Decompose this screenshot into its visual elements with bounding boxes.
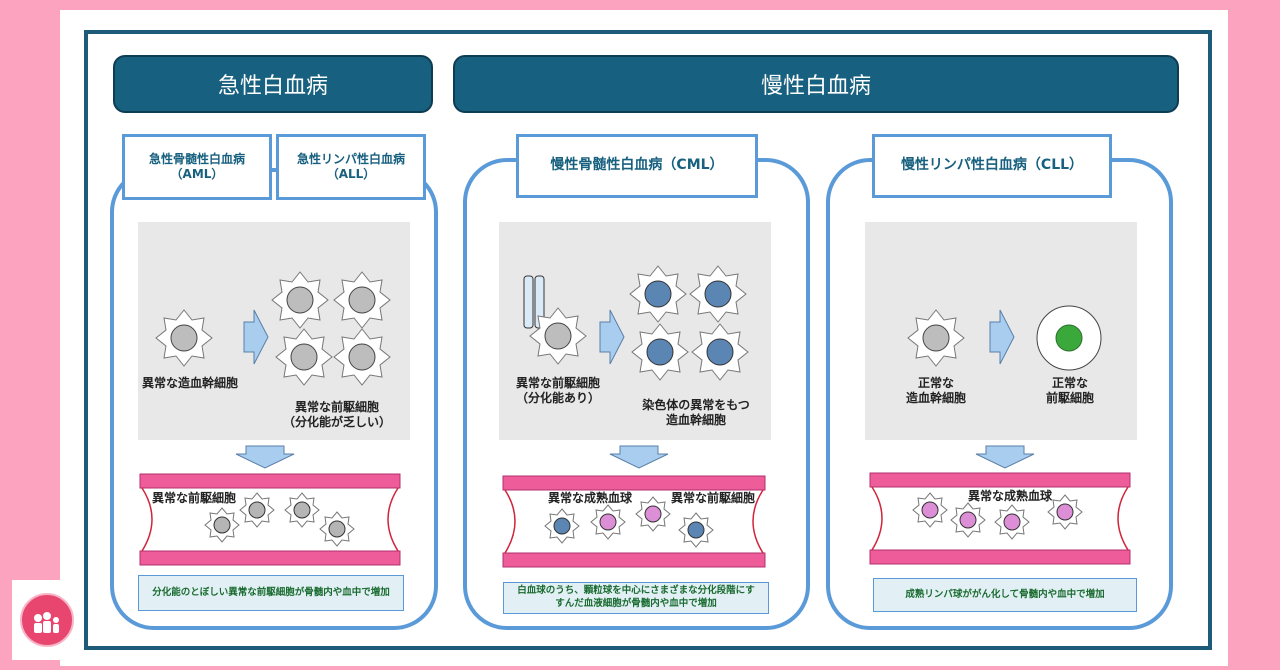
cll-precursor-cell xyxy=(1036,305,1102,371)
acute-arrow-right xyxy=(243,309,269,365)
cll-stem-label-line1: 正常な xyxy=(917,376,954,390)
cll-stem-label-line2: 造血幹細胞 xyxy=(905,391,966,405)
cll-arrow-right xyxy=(989,309,1015,365)
cml-blood-vessel xyxy=(502,475,766,568)
acute-vessel-label: 異常な前駆細胞 xyxy=(152,491,237,505)
cll-precursor-label-line2: 前駆細胞 xyxy=(1045,391,1094,405)
cll-vessel-label: 異常な成熟血球 xyxy=(968,489,1053,503)
cml-caption-line1: 白血球のうち、顆粒球を中心にさまざまな分化段階にす xyxy=(517,585,755,597)
all-label-name: 急性リンパ性白血病 xyxy=(296,152,405,166)
chromosome-icon xyxy=(523,275,545,329)
acute-caption: 分化能のとぼしい異常な前駆細胞が骨髄内や血中で増加 xyxy=(138,575,404,611)
cml-precursor-label-line1: 異常な前駆細胞 xyxy=(515,376,600,390)
cll-arrow-down xyxy=(975,445,1035,469)
aml-label-name: 急性骨髄性白血病 xyxy=(148,152,245,166)
all-label: 急性リンパ性白血病（ALL） xyxy=(276,134,426,200)
all-label-abbr: （ALL） xyxy=(326,167,376,181)
cml-chromosome-label: 染色体の異常をもつ 造血幹細胞 xyxy=(634,398,758,428)
family-logo-icon xyxy=(20,593,74,647)
cml-chromosome-label-line2: 造血幹細胞 xyxy=(665,413,726,427)
acute-precursor-cells xyxy=(271,271,391,386)
cml-chromosome-label-line1: 染色体の異常をもつ xyxy=(642,398,750,412)
diagram-frame xyxy=(84,30,1212,650)
cml-caption-line2: すんだ血液細胞が骨髄内や血中で増加 xyxy=(555,598,717,609)
cll-precursor-label-line1: 正常な xyxy=(1051,376,1088,390)
acute-blood-vessel xyxy=(139,473,401,566)
acute-stem-label: 異常な造血幹細胞 xyxy=(142,376,239,390)
acute-stem-cell xyxy=(155,309,213,367)
cll-stem-cell xyxy=(907,309,965,367)
cml-caption: 白血球のうち、顆粒球を中心にさまざまな分化段階にすすんだ血液細胞が骨髄内や血中で… xyxy=(503,582,769,614)
cml-precursor-label: 異常な前駆細胞 （分化能あり） xyxy=(508,376,608,406)
cml-arrow-right xyxy=(599,309,625,365)
acute-precursor-label: 異常な前駆細胞 （分化能が乏しい） xyxy=(280,400,394,430)
cml-precursor-cell xyxy=(529,307,587,365)
acute-leukemia-header: 急性白血病 xyxy=(113,55,433,113)
site-logo[interactable] xyxy=(12,580,82,660)
aml-label-abbr: （AML） xyxy=(170,167,224,181)
cll-blood-vessel xyxy=(869,472,1131,565)
cml-precursor-label-line2: （分化能あり） xyxy=(515,391,600,405)
cml-label: 慢性骨髄性白血病（CML） xyxy=(516,134,758,198)
acute-precursor-label-line2: （分化能が乏しい） xyxy=(282,415,391,429)
cml-abnormal-stem-cells xyxy=(629,265,749,381)
acute-precursor-label-line1: 異常な前駆細胞 xyxy=(294,400,379,414)
cll-caption: 成熟リンパ球ががん化して骨髄内や血中で増加 xyxy=(873,578,1137,612)
cml-vessel-mature-label: 異常な成熟血球 xyxy=(548,491,633,505)
chronic-leukemia-header: 慢性白血病 xyxy=(453,55,1179,113)
cml-arrow-down xyxy=(609,445,669,469)
cll-stem-label: 正常な 造血幹細胞 xyxy=(896,376,976,406)
cll-precursor-label: 正常な 前駆細胞 xyxy=(1030,376,1110,406)
cll-label: 慢性リンパ性白血病（CLL） xyxy=(872,134,1112,198)
aml-label: 急性骨髄性白血病（AML） xyxy=(122,134,272,200)
acute-arrow-down xyxy=(235,445,295,469)
cml-vessel-precursor-label: 異常な前駆細胞 xyxy=(671,491,756,505)
